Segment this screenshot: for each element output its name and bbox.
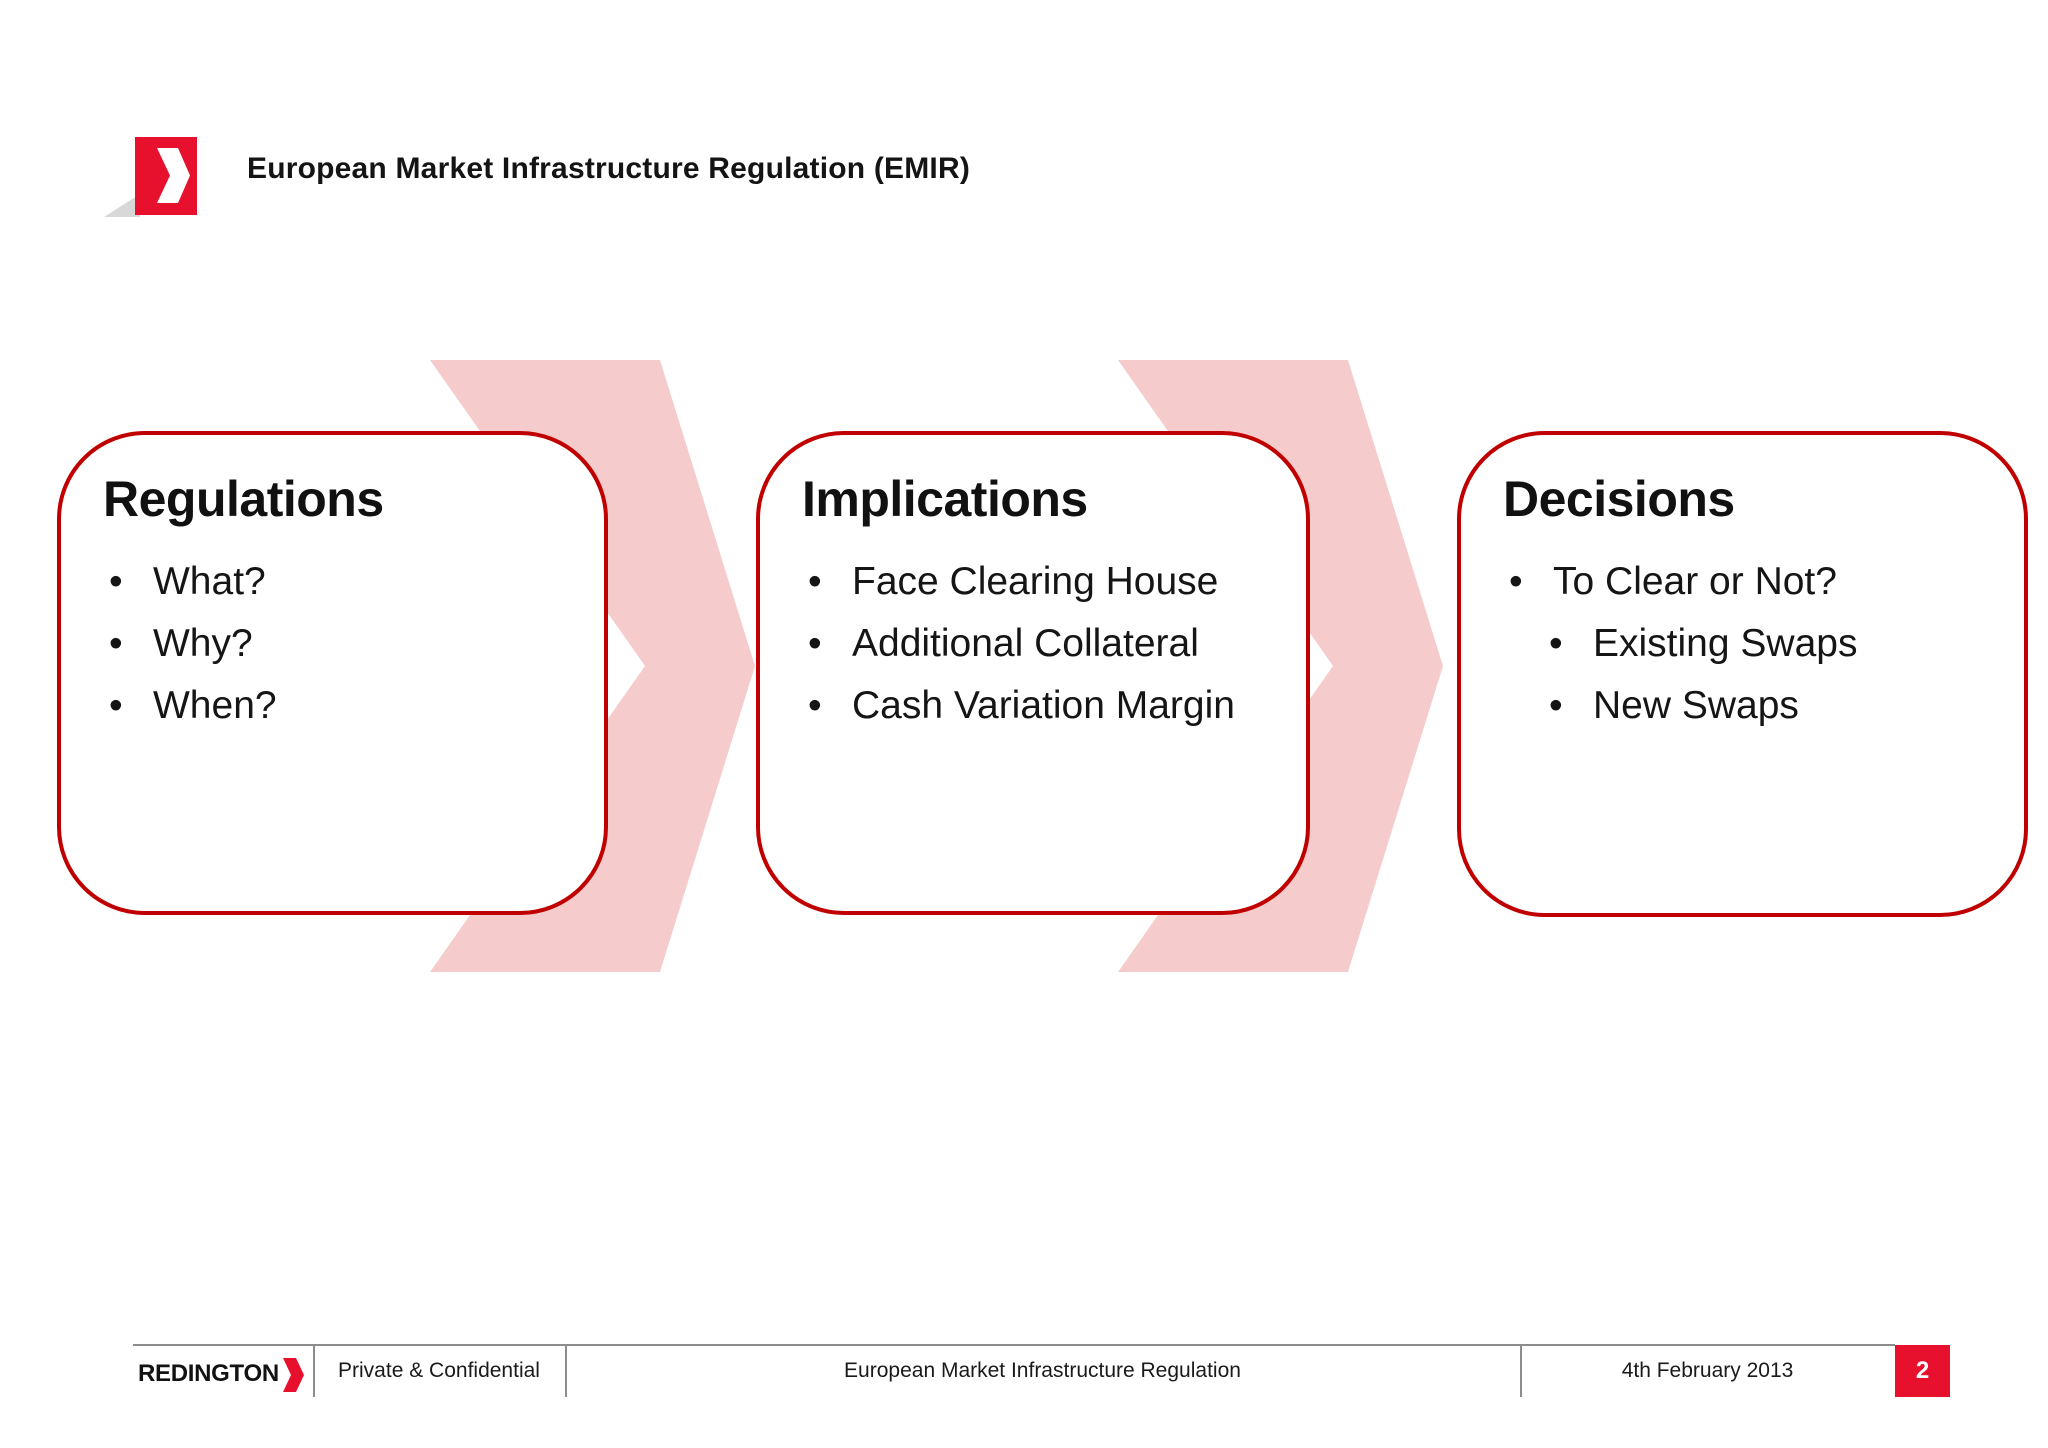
list-item: • When? [103, 675, 580, 737]
footer-classification: Private & Confidential [338, 1358, 540, 1382]
list-item-sub: • New Swaps [1543, 675, 2000, 737]
footer-divider [1520, 1344, 1522, 1397]
bullet-text: Cash Variation Margin [852, 684, 1235, 727]
bullet-icon: • [109, 560, 123, 603]
bullet-icon: • [1549, 622, 1563, 665]
footer-date: 4th February 2013 [1621, 1358, 1794, 1382]
logo-shadow [104, 194, 140, 217]
page-title: European Market Infrastructure Regulatio… [247, 152, 971, 185]
chevron-right-icon [430, 360, 755, 972]
list-item-sub: • Existing Swaps [1543, 613, 2000, 675]
list-item: • Additional Collateral [802, 613, 1282, 675]
bullet-text: When? [153, 684, 277, 727]
redington-logo-mark [104, 137, 197, 217]
footer-rule [133, 1344, 1895, 1346]
process-step-regulations: Regulations • What? • Why? • When? [57, 431, 608, 915]
bullet-icon: • [808, 684, 822, 727]
bullet-icon: • [109, 684, 123, 727]
bullet-text: Existing Swaps [1593, 622, 1858, 665]
page-number-badge: 2 [1895, 1345, 1950, 1397]
bullet-list: • What? • Why? • When? [103, 551, 580, 737]
list-item: • Cash Variation Margin [802, 675, 1282, 737]
list-item: • What? [103, 551, 580, 613]
box-title: Decisions [1503, 471, 1735, 527]
bullet-list: • Face Clearing House • Additional Colla… [802, 551, 1282, 737]
bullet-icon: • [1509, 560, 1523, 603]
process-step-implications: Implications • Face Clearing House • Add… [756, 431, 1310, 915]
box-title: Regulations [103, 471, 384, 527]
footer-brand-logo: REDINGTON [138, 1352, 304, 1396]
list-item: • Face Clearing House [802, 551, 1282, 613]
bullet-text: New Swaps [1593, 684, 1799, 727]
chevron-right-icon [1118, 360, 1443, 972]
footer-divider [313, 1344, 315, 1397]
bullet-text: To Clear or Not? [1553, 560, 1837, 603]
process-step-decisions: Decisions • To Clear or Not? • Existing … [1457, 431, 2028, 917]
footer-doc-title: European Market Infrastructure Regulatio… [844, 1358, 1241, 1382]
box-title: Implications [802, 471, 1088, 527]
list-item: • Why? [103, 613, 580, 675]
bullet-text: What? [153, 560, 266, 603]
bullet-list: • To Clear or Not? • Existing Swaps • Ne… [1503, 551, 2000, 737]
bullet-text: Additional Collateral [852, 622, 1199, 665]
brand-name: REDINGTON [138, 1360, 279, 1387]
bullet-icon: • [808, 622, 822, 665]
brand-chevron-icon [282, 1358, 304, 1392]
footer-divider [565, 1344, 567, 1397]
bullet-text: Why? [153, 622, 253, 665]
bullet-icon: • [109, 622, 123, 665]
bullet-text: Face Clearing House [852, 560, 1219, 603]
bullet-icon: • [1549, 684, 1563, 727]
bullet-icon: • [808, 560, 822, 603]
list-item: • To Clear or Not? [1503, 551, 2000, 613]
logo-chevron-icon [157, 148, 190, 203]
